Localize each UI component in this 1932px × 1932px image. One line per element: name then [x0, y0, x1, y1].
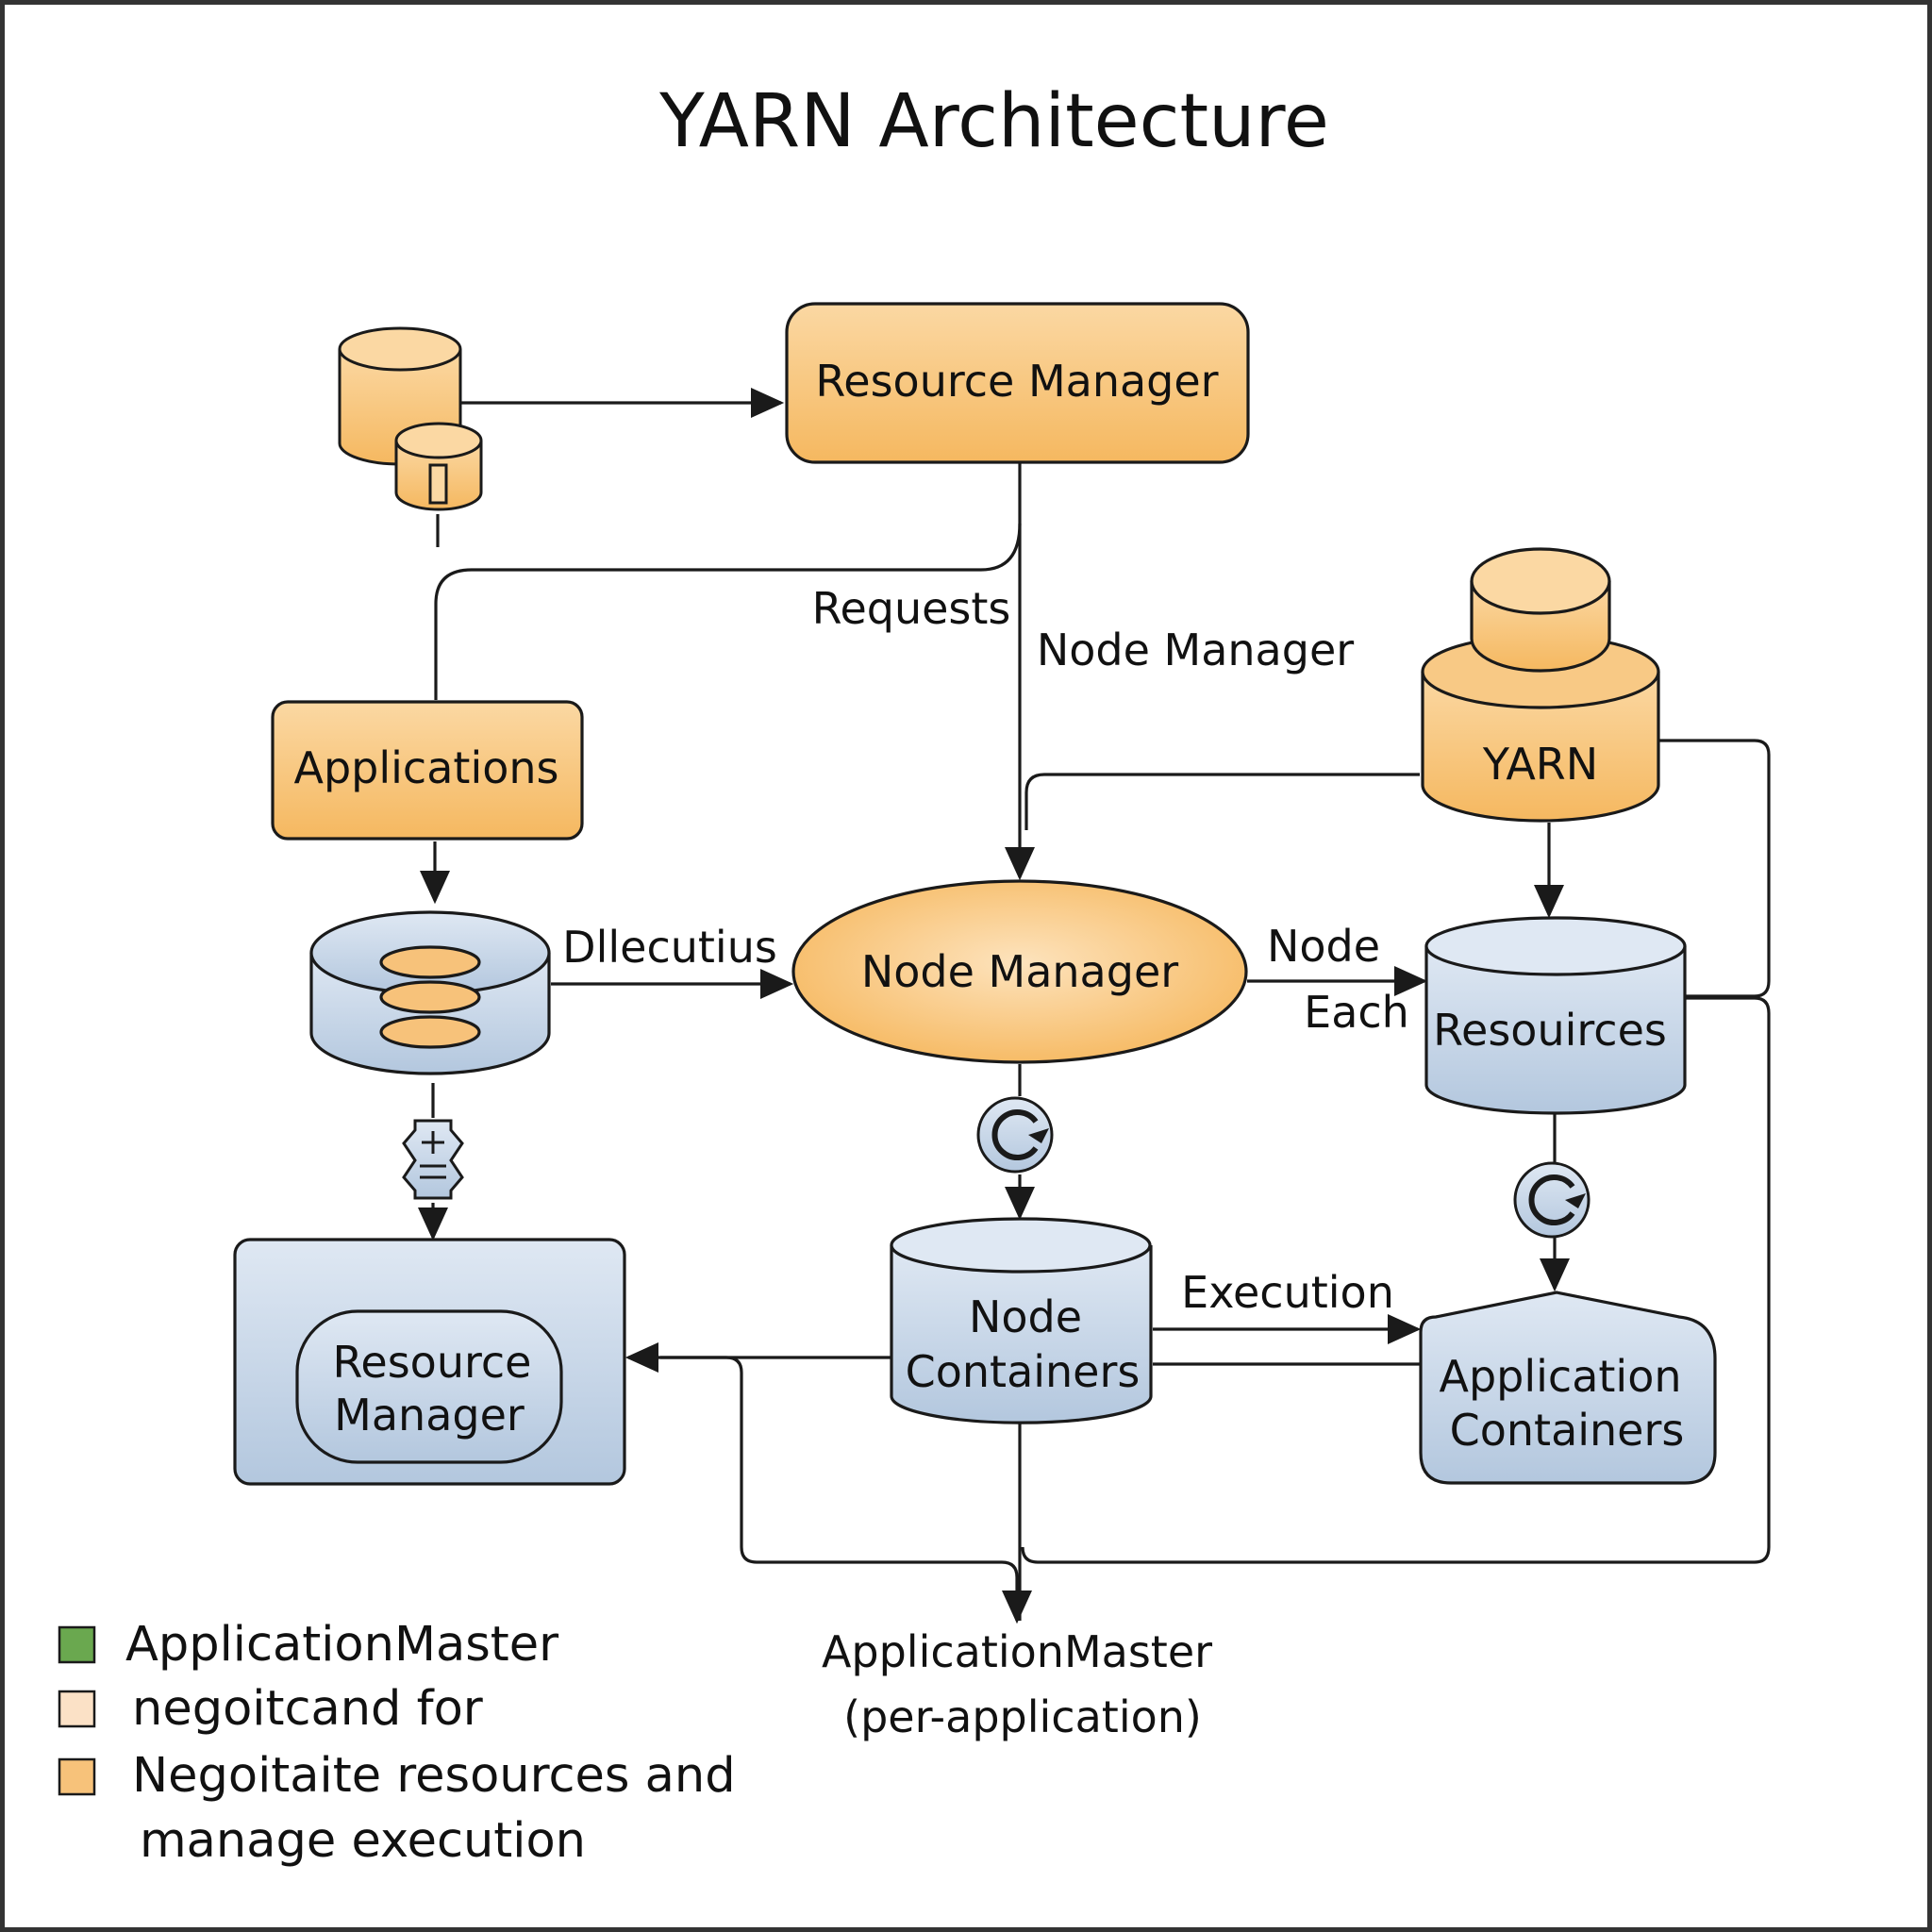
edge-label-dllecutius: Dllecutius — [562, 922, 777, 973]
legend-swatch-peach — [58, 1690, 96, 1728]
calculator-icon — [402, 1119, 464, 1200]
yarn-node: YARN — [1421, 547, 1660, 823]
resource-manager-top-node: Resource Manager — [785, 302, 1250, 464]
application-containers-label-line1: Application — [1439, 1351, 1681, 1402]
legend-item-label: negoitcand for — [132, 1681, 483, 1737]
edge-label-requests: Requests — [812, 583, 1011, 634]
node-manager-node: Node Manager — [791, 879, 1248, 1064]
node-containers-label-line1: Node — [969, 1291, 1082, 1342]
diagram-title: YARN Architecture — [658, 79, 1329, 164]
edge-label-each: Each — [1304, 987, 1409, 1038]
line-yarn-right-loop — [1658, 739, 1771, 998]
edge-label-execution: Execution — [1181, 1267, 1394, 1318]
arrow-loop-to-application-master — [660, 1356, 1032, 1624]
legend-swatch-green — [58, 1625, 96, 1664]
edge-label-node-manager: Node Manager — [1037, 625, 1354, 675]
node-containers-label-line2: Containers — [906, 1346, 1141, 1397]
refresh-icon — [1513, 1161, 1591, 1239]
line-yarn-to-node-manager — [1024, 773, 1420, 830]
node-containers-node: Node Containers — [890, 1217, 1153, 1424]
queue-cylinder-icon — [309, 910, 551, 1075]
resources-label: Resouirces — [1433, 1005, 1667, 1056]
legend-item-label: ApplicationMaster — [125, 1617, 558, 1673]
legend: ApplicationMaster negoitcand for Negoita… — [58, 1617, 736, 1869]
resource-manager-top-label: Resource Manager — [815, 356, 1218, 407]
applications-label: Applications — [294, 742, 559, 793]
connectors — [418, 388, 1771, 1624]
resource-manager-bottom-label-line1: Resource — [333, 1337, 532, 1388]
application-master-label-line2: (per-application) — [843, 1691, 1202, 1742]
applications-node: Applications — [271, 700, 584, 841]
legend-item-label-line2: manage execution — [140, 1813, 586, 1869]
node-manager-label: Node Manager — [861, 946, 1178, 997]
application-master-label-line1: ApplicationMaster — [822, 1626, 1212, 1677]
yarn-label: YARN — [1482, 739, 1598, 790]
resources-node: Resouirces — [1424, 916, 1687, 1115]
resource-manager-bottom-label-line2: Manager — [334, 1390, 525, 1441]
edge-label-node: Node — [1267, 921, 1380, 972]
legend-item-label: Negoitaite resources and — [132, 1748, 736, 1804]
line-right-return-loop — [1021, 996, 1771, 1564]
resource-manager-bottom-node: Resource Manager — [233, 1238, 626, 1486]
application-containers-node: Application Containers — [1419, 1291, 1717, 1485]
refresh-icon — [976, 1096, 1054, 1174]
legend-swatch-orange — [58, 1757, 96, 1796]
application-containers-label-line2: Containers — [1450, 1405, 1685, 1456]
line-resource-manager-to-applications — [434, 523, 1022, 700]
database-icon — [338, 326, 483, 511]
